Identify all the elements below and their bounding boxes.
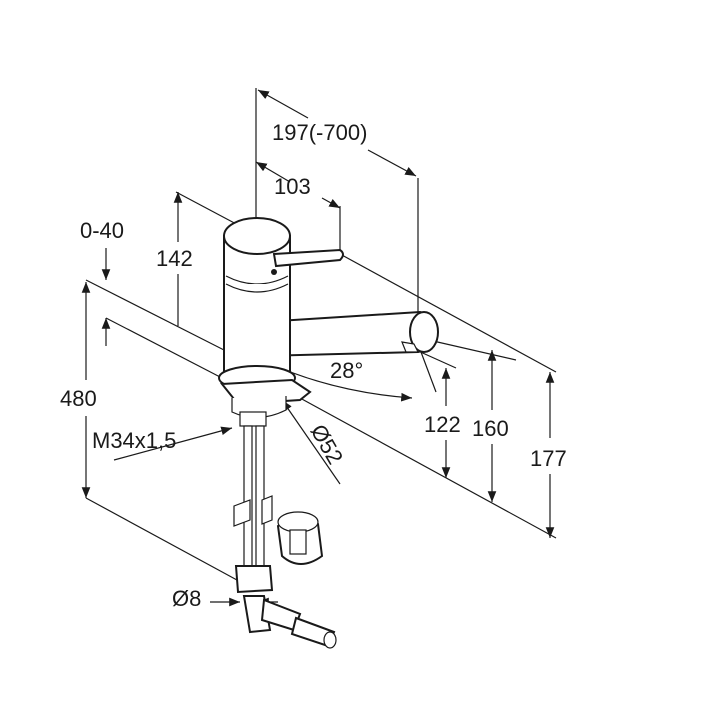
label-thread: M34x1,5 [92, 428, 176, 453]
hose-weight-top [277, 511, 319, 533]
hose-clip-right [261, 495, 273, 525]
label-spout-height-122: 122 [424, 412, 461, 437]
countertop-line-upper [85, 279, 225, 351]
dimension-lines [81, 88, 557, 607]
countertop-extension-right [299, 397, 557, 539]
extension-line-122-top [415, 349, 457, 369]
dim-arrow-197-right [367, 149, 417, 177]
label-spout-height-160: 160 [472, 416, 509, 441]
hose-weight-slot [289, 529, 307, 555]
extension-line-142-top [175, 191, 241, 227]
label-swivel-angle: 28° [330, 358, 363, 383]
label-overall-length: 480 [60, 386, 97, 411]
spout-end [409, 311, 439, 353]
leader-thread [113, 426, 233, 461]
dim-arrow-103-left [255, 161, 291, 183]
lever-handle [272, 248, 344, 268]
aerator [401, 341, 419, 353]
label-total-height: 177 [530, 446, 567, 471]
body-ring-upper [225, 275, 289, 285]
extension-line-480-bottom [85, 497, 249, 587]
leader-base-diameter [281, 399, 341, 485]
thread-stud [239, 411, 267, 427]
faucet [218, 217, 439, 649]
countertop-line-lower [105, 317, 223, 379]
dim-arrow-197-left [257, 89, 309, 119]
dim-arrow-103-right [321, 197, 341, 209]
hose-clip [233, 499, 251, 527]
valve-outlet-end [323, 631, 337, 649]
dimension-labels: 197(-700) 103 142 0-40 480 M34x1,5 Ø52 Ø… [60, 120, 567, 611]
label-reach-lever: 103 [274, 174, 311, 199]
cartridge-marker [271, 269, 277, 275]
label-reach-total: 197(-700) [272, 120, 367, 145]
body-top [223, 217, 291, 255]
body-ring-lower [225, 283, 289, 293]
label-body-height: 142 [156, 246, 193, 271]
extension-line-177-top [339, 253, 557, 373]
label-hose-diameter: Ø8 [172, 586, 201, 611]
hose-fitting [234, 565, 274, 594]
label-counter-thickness: 0-40 [80, 218, 124, 243]
